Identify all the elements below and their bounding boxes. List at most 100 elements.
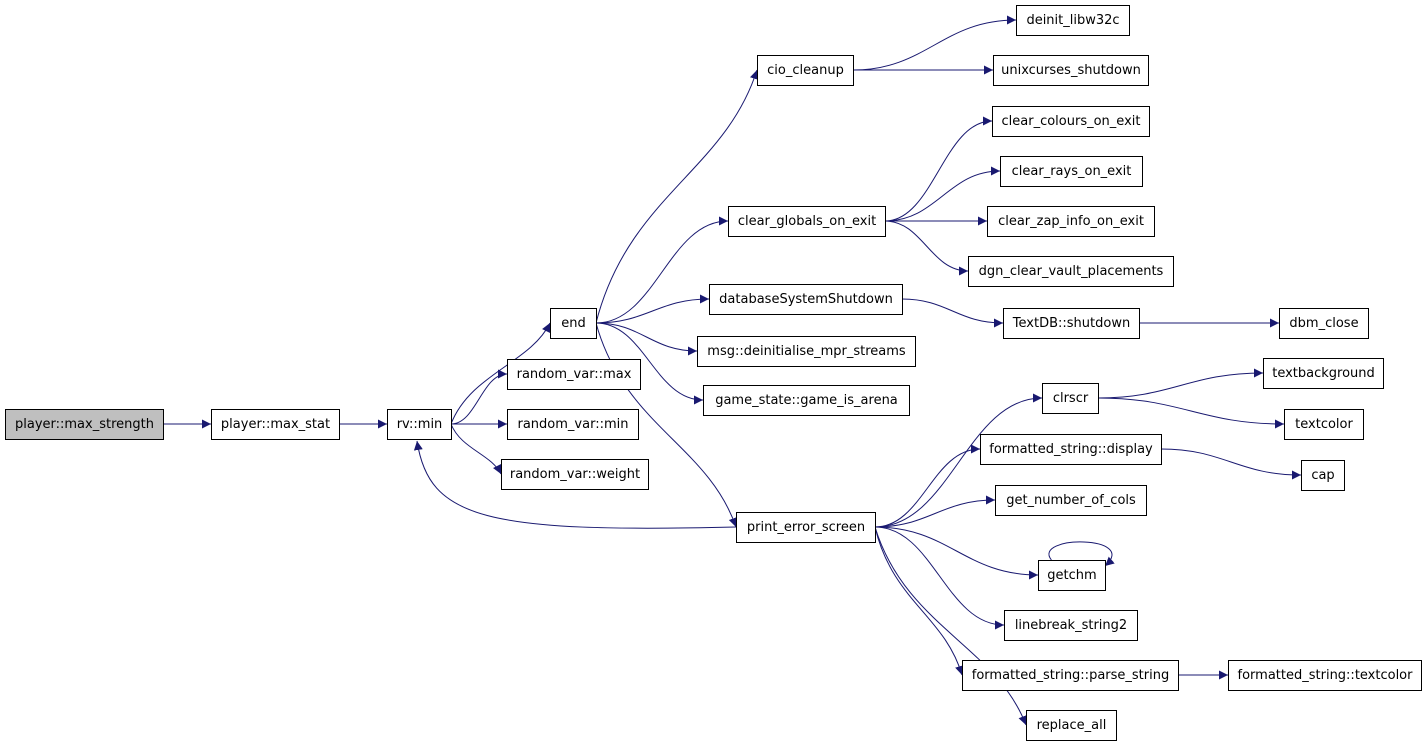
edges-layer: [163, 15, 1302, 726]
edge-line: [595, 69, 759, 324]
node-box: [968, 256, 1174, 287]
edge-line: [595, 216, 729, 324]
node-box: [211, 409, 340, 440]
node-box: [987, 206, 1155, 237]
node-label: deinit_libw32c: [1026, 13, 1119, 28]
node-label: textcolor: [1295, 417, 1353, 432]
node-textbg[interactable]: textbackground: [1263, 358, 1384, 389]
edge-end-to-msg_deinit: [595, 322, 698, 356]
edge-end-to-dbshutdown: [595, 294, 710, 324]
node-box: [1279, 308, 1369, 339]
node-game_arena[interactable]: game_state::game_is_arena: [703, 385, 910, 416]
node-label: formatted_string::display: [989, 442, 1153, 457]
node-max_strength[interactable]: player::max_strength: [5, 409, 164, 440]
node-label: textbackground: [1272, 366, 1375, 381]
node-box: [501, 459, 649, 490]
node-box: [736, 512, 876, 543]
node-replace_all[interactable]: replace_all: [1026, 710, 1117, 741]
node-label: print_error_screen: [747, 520, 865, 535]
node-clear_globals[interactable]: clear_globals_on_exit: [728, 206, 886, 237]
node-max_stat[interactable]: player::max_stat: [211, 409, 340, 440]
node-label: clear_globals_on_exit: [738, 214, 876, 229]
node-box: [757, 55, 854, 86]
edge-line: [595, 322, 738, 528]
edge-line: [1048, 541, 1115, 567]
node-deinit[interactable]: deinit_libw32c: [1016, 5, 1130, 36]
node-get_cols[interactable]: get_number_of_cols: [995, 485, 1147, 516]
edge-print_err-to-get_cols: [874, 495, 996, 528]
edge-print_err-to-fs_display: [874, 444, 981, 528]
node-label: cio_cleanup: [767, 63, 844, 78]
node-cio_cleanup[interactable]: cio_cleanup: [757, 55, 854, 86]
node-label: clrscr: [1053, 391, 1089, 406]
edge-line: [884, 220, 969, 276]
node-box: [1000, 156, 1143, 187]
node-linebreak[interactable]: linebreak_string2: [1004, 610, 1138, 641]
edge-print_err-to-rv_min: [413, 440, 737, 529]
node-label: clear_colours_on_exit: [1002, 114, 1141, 129]
edge-rv_min-to-rv_max: [450, 369, 508, 425]
node-box: [1026, 710, 1117, 741]
node-box: [507, 359, 641, 390]
node-label: dbm_close: [1289, 316, 1358, 331]
node-label: linebreak_string2: [1015, 618, 1127, 633]
node-rv_max[interactable]: random_var::max: [507, 359, 641, 390]
edge-line: [595, 322, 698, 356]
node-box: [387, 409, 452, 440]
edge-line: [852, 15, 1017, 71]
node-fs_textcolor[interactable]: formatted_string::textcolor: [1228, 660, 1422, 691]
node-cap[interactable]: cap: [1301, 460, 1345, 491]
node-box: [1228, 660, 1422, 691]
node-box: [5, 409, 164, 440]
edge-fs_display-to-cap: [1160, 448, 1302, 480]
node-clrscr[interactable]: clrscr: [1042, 383, 1099, 414]
node-rv_min[interactable]: rv::min: [387, 409, 452, 440]
edge-line: [874, 495, 996, 528]
node-rv_min2[interactable]: random_var::min: [507, 409, 639, 440]
node-label: rv::min: [397, 417, 443, 432]
node-textcolor[interactable]: textcolor: [1284, 409, 1364, 440]
edge-clrscr-to-textcolor: [1097, 397, 1285, 429]
node-box: [507, 409, 639, 440]
node-fs_display[interactable]: formatted_string::display: [980, 434, 1162, 465]
node-textdb[interactable]: TextDB::shutdown: [1003, 308, 1140, 339]
node-msg_deinit[interactable]: msg::deinitialise_mpr_streams: [697, 336, 916, 367]
node-box: [980, 434, 1162, 465]
node-rv_weight[interactable]: random_var::weight: [501, 459, 649, 490]
node-dbshutdown[interactable]: databaseSystemShutdown: [709, 284, 903, 315]
node-dbm_close[interactable]: dbm_close: [1279, 308, 1369, 339]
edge-clear_globals-to-dgn_clear: [884, 220, 969, 276]
node-label: player::max_stat: [221, 417, 330, 432]
node-print_err[interactable]: print_error_screen: [736, 512, 876, 543]
node-clear_rays[interactable]: clear_rays_on_exit: [1000, 156, 1143, 187]
node-label: formatted_string::parse_string: [972, 668, 1169, 683]
node-unixcurses[interactable]: unixcurses_shutdown: [993, 55, 1149, 86]
node-box: [728, 206, 886, 237]
node-box: [1301, 460, 1345, 491]
edge-cio_cleanup-to-deinit: [852, 15, 1017, 71]
node-box: [1016, 5, 1130, 36]
node-label: player::max_strength: [15, 417, 154, 432]
node-box: [1003, 308, 1140, 339]
node-label: clear_rays_on_exit: [1012, 164, 1132, 179]
node-label: get_number_of_cols: [1006, 493, 1136, 508]
node-box: [1042, 383, 1099, 414]
edge-line: [874, 526, 1039, 580]
edge-end-to-clear_globals: [595, 216, 729, 324]
node-clear_colours[interactable]: clear_colours_on_exit: [992, 106, 1150, 137]
node-label: unixcurses_shutdown: [1001, 63, 1141, 78]
edge-print_err-to-getchm: [874, 526, 1039, 580]
node-fs_parse[interactable]: formatted_string::parse_string: [962, 660, 1179, 691]
edge-line: [874, 526, 1027, 726]
edge-line: [1160, 448, 1302, 480]
node-getchm[interactable]: getchm: [1038, 560, 1106, 591]
edge-line: [901, 298, 1004, 328]
node-end[interactable]: end: [550, 308, 597, 339]
edge-print_err-to-clrscr: [874, 393, 1043, 528]
node-dgn_clear[interactable]: dgn_clear_vault_placements: [968, 256, 1174, 287]
edge-clrscr-to-textbg: [1097, 368, 1264, 399]
edge-line: [1097, 368, 1264, 399]
node-clear_zap[interactable]: clear_zap_info_on_exit: [987, 206, 1155, 237]
edge-line: [1097, 397, 1285, 429]
